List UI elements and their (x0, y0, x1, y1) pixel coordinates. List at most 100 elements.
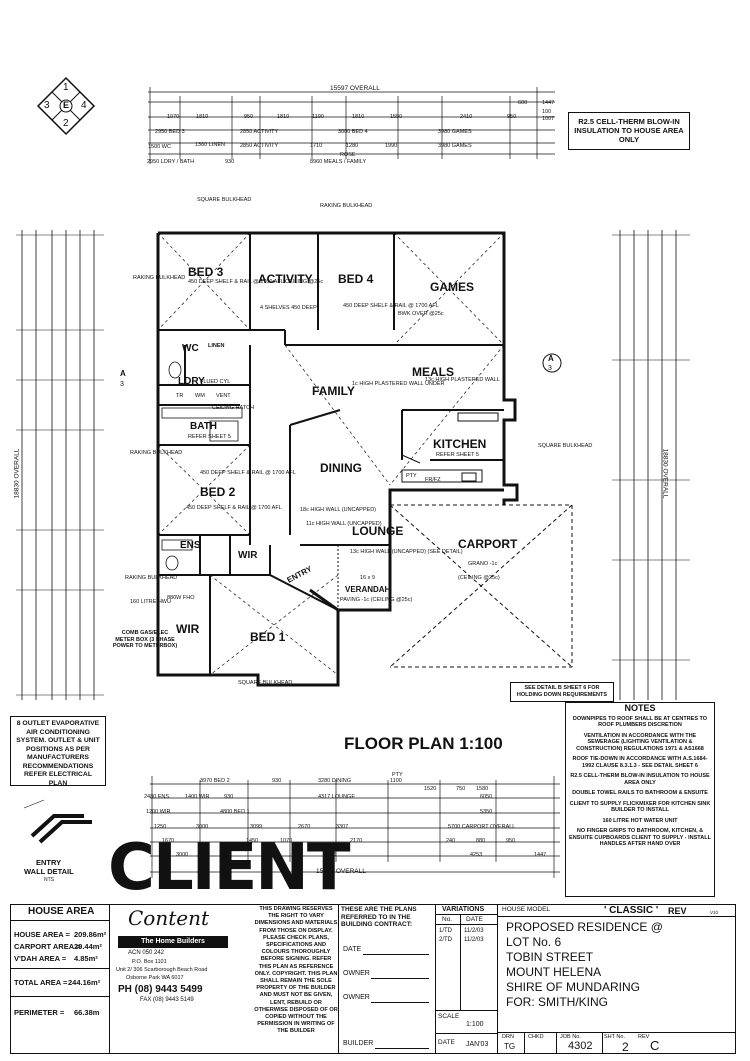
stamp-addr2: Osborne Park WA 6017 (126, 975, 184, 981)
dim: 1500 WC (148, 144, 171, 150)
overall-top: 15597 OVERALL (330, 85, 380, 92)
note-family-wall: 1c HIGH PLASTERED WALL UNDER (352, 381, 445, 387)
compass-west: 3 (44, 100, 50, 111)
owner1-line[interactable] (371, 978, 429, 979)
dim: 6050 (480, 794, 493, 800)
model-value: ' CLASSIC ' (604, 905, 659, 916)
insulation-note: R2.5 CELL-THERM BLOW-IN INSULATION TO HO… (568, 112, 690, 150)
dim: 5700 CARPORT OVERALL (448, 824, 516, 830)
note-activity-shelves: 4 SHELVES 450 DEEP (260, 305, 317, 311)
model-label: HOUSE MODEL (502, 906, 551, 913)
dim: 2480 ENS (144, 794, 170, 800)
dim: 1007 (542, 116, 555, 122)
dim: 930 (272, 778, 282, 784)
note-raking-bulkhead-4: RAKING BULKHEAD (130, 450, 183, 456)
stamp-sub: The Home Builders (141, 938, 205, 945)
note-wm: WM (195, 393, 205, 399)
room-activity: ACTIVITY (258, 272, 313, 286)
holding-down-text: SEE DETAIL B SHEET 6 FOR HOLDING DOWN RE… (516, 685, 608, 698)
variation-date: 11/2/03 (464, 937, 484, 943)
dim: 1580 (476, 786, 489, 792)
owner2-line[interactable] (371, 1002, 429, 1003)
notes-item: NO FINGER GRIPS TO BATHROOM, KITCHEN, & … (569, 828, 711, 847)
dim: 2850 ACTIVITY (240, 143, 279, 149)
section-3-right: 3 (548, 365, 552, 372)
note-kitchen-ref: REFER SHEET 5 (436, 452, 479, 458)
note-bath-ref: REFER SHEET 5 (188, 434, 231, 440)
room-linen: LINEN (208, 343, 225, 349)
dim: 2170 (350, 838, 363, 844)
sht-label: SHT No. (604, 1034, 625, 1040)
dim: 3099 (250, 824, 263, 830)
copyright-note: THIS DRAWING RESERVES THE RIGHT TO VARY … (254, 906, 338, 1036)
aircon-note: 8 OUTLET EVAPORATIVE AIR CONDITIONING SY… (10, 716, 106, 787)
dim: PTY (392, 772, 403, 778)
room-bed2: BED 2 (200, 485, 236, 499)
room-games: GAMES (430, 280, 475, 294)
variation-no: 2/TD (439, 937, 453, 943)
notes-item: R2.5 CELL-THERM BLOW-IN INSULATION TO HO… (570, 773, 710, 786)
floor-plan: BED 3 ACTIVITY BED 4 GAMES FAMILY MEALS … (115, 197, 600, 705)
dim: 1100 (390, 778, 402, 784)
note-pty: PTY (406, 473, 417, 479)
dim: 8960 MEALS / FAMILY (310, 159, 367, 165)
note-hwu: 160 LITRE HWU (130, 599, 171, 605)
note-carport-ceiling: (CEILING @25c) (458, 575, 500, 581)
address-line: SHIRE OF MUNDARING (506, 980, 641, 994)
room-bed4: BED 4 (338, 272, 374, 286)
room-bed1: BED 1 (250, 630, 286, 644)
note-square-bulkhead: SQUARE BULKHEAD (197, 197, 252, 203)
scale-panel: SCALE 1:100 DATE JAN'03 (436, 1010, 498, 1054)
date-label: DATE (438, 1039, 455, 1046)
compass-south: 2 (63, 118, 69, 129)
room-carport: CARPORT (458, 537, 518, 551)
drn-value: TG (504, 1042, 516, 1051)
dim: 3280 DINING (318, 778, 352, 784)
divider (498, 1032, 736, 1033)
room-wir-bed1: WIR (176, 622, 200, 636)
house-area-heading: HOUSE AREA (28, 906, 95, 917)
dim: 1070 (167, 114, 180, 120)
house-area-label: HOUSE AREA = (14, 930, 70, 939)
dim: 950 (507, 114, 517, 120)
divider (602, 1032, 603, 1054)
stamp-banner: The Home Builders (118, 936, 228, 948)
room-bed3: BED 3 (188, 265, 224, 279)
variations-heading: VARIATIONS (442, 906, 485, 913)
entry-detail-title: ENTRY (36, 858, 62, 867)
dim: 1447 (534, 852, 547, 858)
divider (498, 916, 736, 917)
builder-line[interactable] (375, 1048, 429, 1049)
section-a-left: A (120, 369, 126, 378)
room-ldry: LDRY (178, 376, 205, 387)
dim: 3000 (196, 824, 209, 830)
job-label: JOB No. (560, 1034, 581, 1040)
drn-label: DRN (502, 1034, 514, 1040)
carport-area-value: 29.44m² (74, 942, 102, 951)
stamp-logo-text: CLIENT (108, 831, 350, 905)
room-meals: MEALS (412, 365, 454, 379)
bottom-dimensions: 3970 BED 2 930 3280 DINING 1100 1520 750… (140, 772, 570, 882)
compass-center: E (63, 100, 70, 110)
divider (10, 968, 109, 969)
note-raking-bulkhead-3: RAKING BULKHEAD (133, 275, 186, 281)
rev-label: REV (638, 1034, 650, 1040)
divider (436, 914, 497, 915)
dim: 950 (244, 114, 254, 120)
divider (436, 924, 497, 925)
note-carport-grano: GRANO -1c (468, 561, 498, 567)
address-line: MOUNT HELENA (506, 965, 602, 979)
rev-value: C (650, 1038, 660, 1053)
compass-north: 1 (63, 82, 69, 93)
model-v: V10 (710, 910, 719, 915)
date-value: JAN'03 (466, 1041, 489, 1048)
room-kitchen: KITCHEN (433, 437, 487, 451)
dim: 2250 (266, 852, 279, 858)
plan-title: FLOOR PLAN 1:100 (344, 734, 503, 753)
date-line[interactable] (363, 954, 429, 955)
note-meals-wall: 13c HIGH PLASTERED WALL (425, 377, 500, 383)
divider (436, 1033, 497, 1034)
note-flued-cyl: FLUED CYL (200, 379, 231, 385)
address-line: FOR: SMITH/KING (506, 995, 608, 1009)
dim: 930 (225, 159, 235, 165)
